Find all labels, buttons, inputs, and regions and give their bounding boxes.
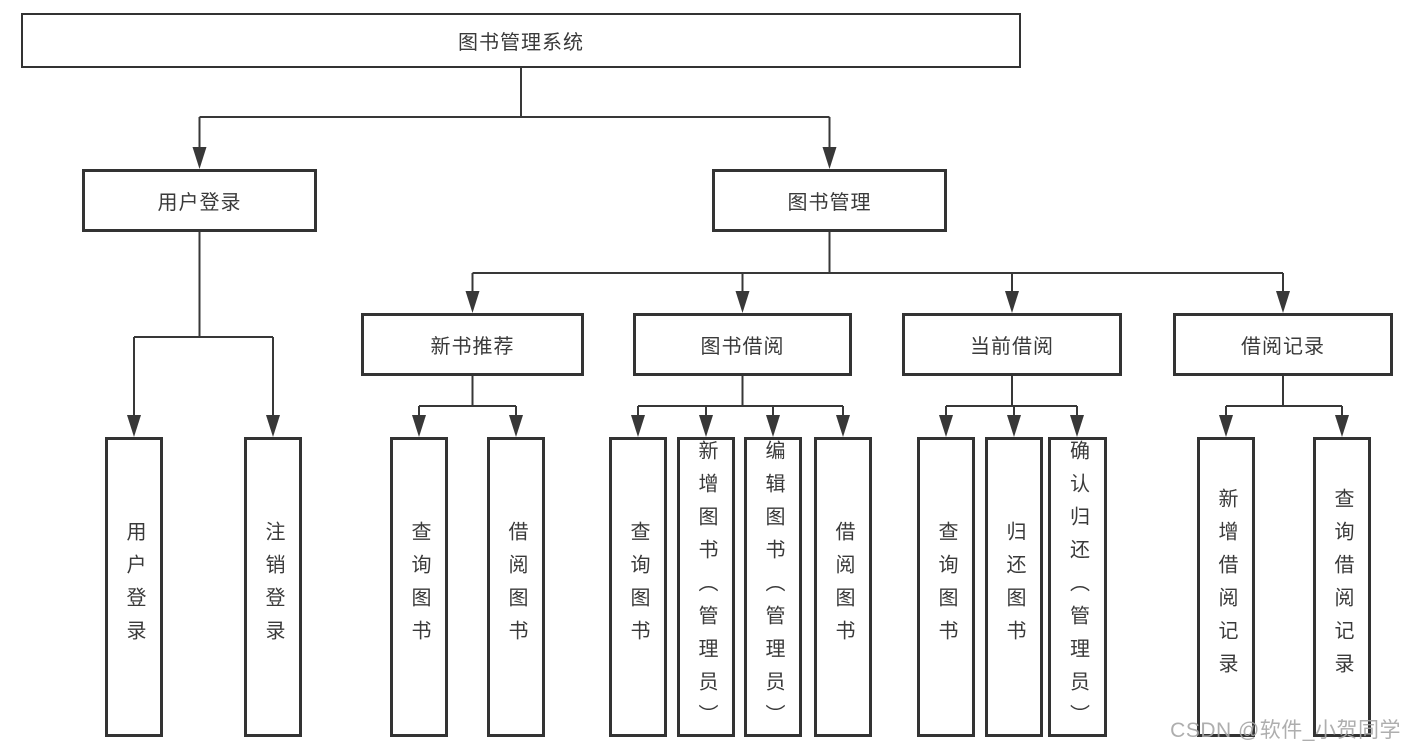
leaf-edit-books-admin: 编辑图书（管理员）	[744, 437, 802, 737]
leaf-user-login: 用户登录	[105, 437, 163, 737]
leaf-borrow-books-recommend: 借阅图书	[487, 437, 545, 737]
csdn-watermark: CSDN @软件_小贺同学	[1170, 719, 1401, 742]
leaf-query-books-recommend: 查询图书	[390, 437, 448, 737]
leaf-logout: 注销登录	[244, 437, 302, 737]
node-library-management-system: 图书管理系统	[21, 13, 1021, 68]
node-new-book-recommend: 新书推荐	[361, 313, 584, 376]
node-borrow-records: 借阅记录	[1173, 313, 1393, 376]
node-user-login: 用户登录	[82, 169, 317, 232]
leaf-return-books: 归还图书	[985, 437, 1043, 737]
leaf-query-books-current: 查询图书	[917, 437, 975, 737]
leaf-query-borrow-record: 查询借阅记录	[1313, 437, 1371, 737]
leaf-add-borrow-record: 新增借阅记录	[1197, 437, 1255, 737]
node-current-borrow: 当前借阅	[902, 313, 1122, 376]
leaf-add-books-admin: 新增图书（管理员）	[677, 437, 735, 737]
node-book-management: 图书管理	[712, 169, 947, 232]
leaf-borrow-books: 借阅图书	[814, 437, 872, 737]
leaf-query-books-borrow: 查询图书	[609, 437, 667, 737]
node-book-borrow: 图书借阅	[633, 313, 852, 376]
leaf-confirm-return-admin: 确认归还（管理员）	[1048, 437, 1107, 737]
